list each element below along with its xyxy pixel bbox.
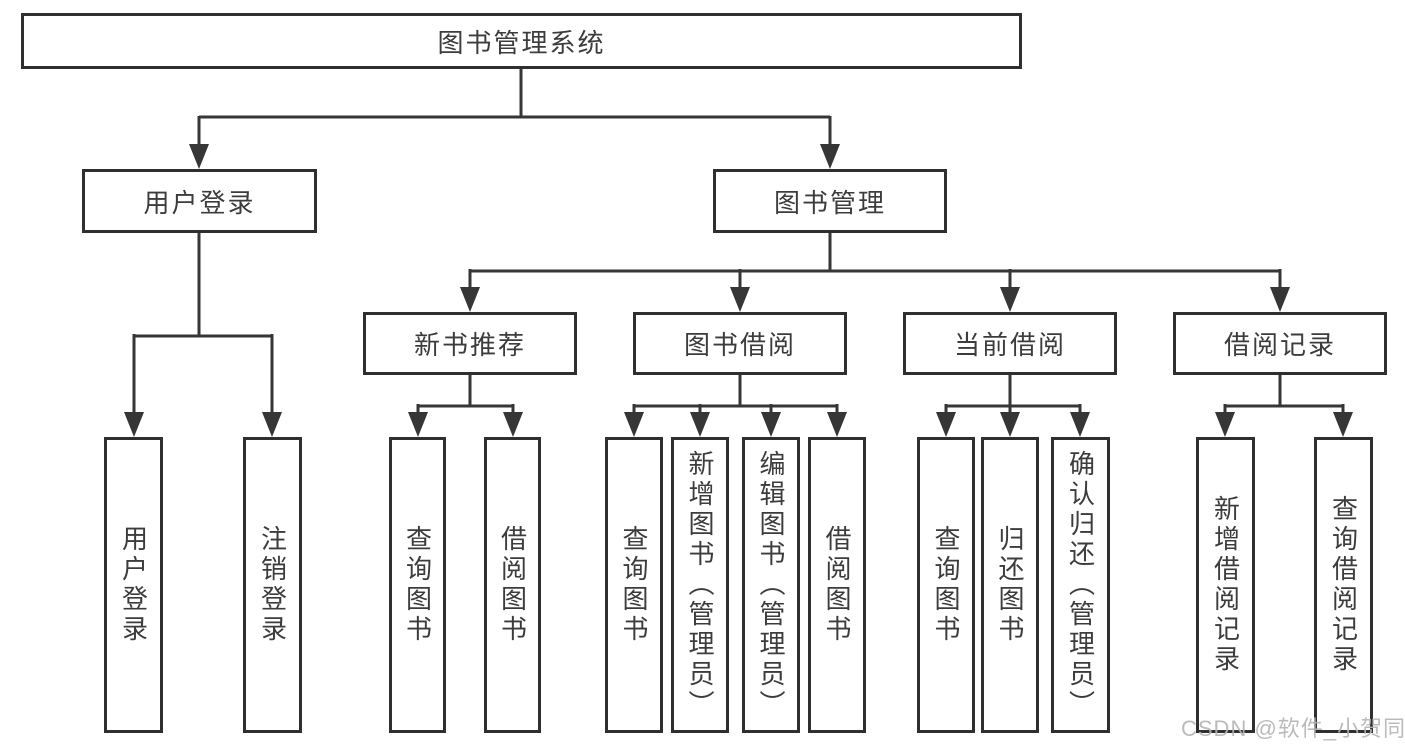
node-nbr-query-books: 查询图书 <box>389 437 446 733</box>
csdn-watermark: CSDN @软件_小贺同学 <box>1181 716 1405 741</box>
node-borrowing-records: 借阅记录 <box>1173 312 1387 375</box>
node-library-management-system: 图书管理系统 <box>21 13 1022 69</box>
node-user-login: 用户登录 <box>104 437 163 733</box>
node-bb-query-books: 查询图书 <box>605 437 663 733</box>
node-current-borrowing: 当前借阅 <box>903 312 1117 375</box>
node-label: 用户登录 <box>143 187 256 218</box>
node-label: 查询图书 <box>402 525 433 645</box>
node-user-login-branch: 用户登录 <box>82 169 317 233</box>
node-bb-add-books-admin: 新增图书（管理员） <box>671 437 729 733</box>
node-cb-return-books: 归还图书 <box>981 437 1039 733</box>
node-cb-confirm-return-admin: 确认归还（管理员） <box>1051 437 1110 733</box>
node-br-query-record: 查询借阅记录 <box>1314 437 1373 733</box>
node-label: 用户登录 <box>118 525 149 645</box>
node-cb-query-books: 查询图书 <box>917 437 975 733</box>
node-label: 新书推荐 <box>413 330 526 360</box>
arrowheads <box>124 144 1353 437</box>
node-label: 图书管理系统 <box>437 27 606 58</box>
node-book-borrowing: 图书借阅 <box>633 312 847 375</box>
node-book-management-branch: 图书管理 <box>713 169 947 233</box>
node-label: 图书管理 <box>773 187 886 218</box>
node-logout: 注销登录 <box>243 437 302 733</box>
node-label: 借阅图书 <box>497 525 528 645</box>
node-bb-borrow-books: 借阅图书 <box>808 437 866 733</box>
node-label: 新增图书（管理员） <box>685 450 715 720</box>
node-label: 查询图书 <box>619 525 649 645</box>
node-label: 借阅记录 <box>1223 330 1336 360</box>
node-label: 当前借阅 <box>953 330 1066 360</box>
node-br-add-record: 新增借阅记录 <box>1196 437 1255 733</box>
node-label: 注销登录 <box>257 525 288 645</box>
node-label: 新增借阅记录 <box>1210 495 1241 675</box>
node-label: 确认归还（管理员） <box>1065 450 1096 720</box>
node-bb-edit-books-admin: 编辑图书（管理员） <box>742 437 800 733</box>
node-label: 图书借阅 <box>683 330 796 360</box>
node-label: 借阅图书 <box>822 525 852 645</box>
node-label: 查询借阅记录 <box>1328 495 1359 675</box>
node-new-book-recommend: 新书推荐 <box>363 312 577 375</box>
node-nbr-borrow-books: 借阅图书 <box>484 437 541 733</box>
node-label: 归还图书 <box>995 525 1025 645</box>
node-label: 查询图书 <box>931 525 961 645</box>
node-label: 编辑图书（管理员） <box>756 450 786 720</box>
